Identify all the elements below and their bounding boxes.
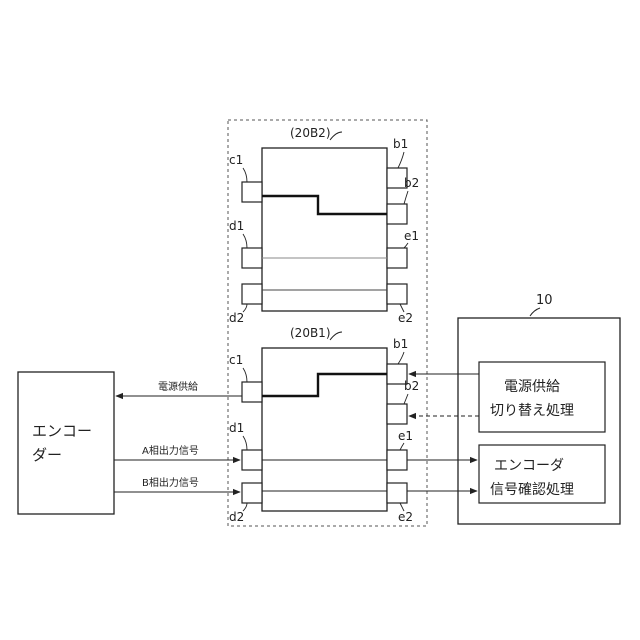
encoder-box: [18, 372, 114, 514]
unit-20b1-label: (20B1): [290, 326, 331, 340]
controller-label: 10: [536, 293, 553, 308]
signal-check-line2: 信号確認処理: [490, 482, 574, 498]
power-switch-box: [479, 362, 605, 432]
pin-label-d1: d1: [229, 421, 244, 435]
leader-d2: [243, 304, 247, 312]
leader-c1: [243, 368, 247, 382]
controller-leader: [530, 308, 540, 316]
port-e1: [387, 450, 407, 470]
port-e1: [387, 248, 407, 268]
pin-label-b2: b2: [404, 176, 419, 190]
port-b2: [387, 204, 407, 224]
encoder-label-line2: ダー: [32, 446, 62, 464]
leader-c1: [243, 168, 247, 182]
unit-20b2-body: [262, 148, 387, 311]
port-c1: [242, 182, 262, 202]
pin-label-b2: b2: [404, 379, 419, 393]
port-e2: [387, 483, 407, 503]
port-e2: [387, 284, 407, 304]
pin-label-d1: d1: [229, 219, 244, 233]
port-d1: [242, 450, 262, 470]
wire-b-phase-label: B相出力信号: [142, 476, 199, 489]
leader-e1: [400, 443, 404, 450]
leader-d1: [243, 436, 247, 450]
pin-label-b1: b1: [393, 137, 408, 151]
pin-label-b1: b1: [393, 337, 408, 351]
pin-label-d2: d2: [229, 311, 244, 325]
pin-label-d2: d2: [229, 510, 244, 524]
port-b2: [387, 404, 407, 424]
pin-label-c1: c1: [229, 153, 243, 167]
leader-e1: [404, 243, 408, 248]
power-switch-line2: 切り替え処理: [490, 403, 574, 419]
pin-label-e2: e2: [398, 311, 413, 325]
unit-20b1: (20B1) c1 d1 d2 b1 b2 e1 e2: [229, 326, 419, 524]
unit-20b1-leader: [330, 332, 342, 340]
unit-20b2: (20B2) c1 d1 d2 b1 b2 e1 e2: [229, 126, 419, 325]
leader-d2: [243, 503, 247, 511]
wire-power-supply-label: 電源供給: [158, 380, 198, 393]
leader-d1: [243, 234, 247, 248]
signal-check-line1: エンコーダ: [494, 458, 564, 474]
port-d2: [242, 483, 262, 503]
pin-label-e1: e1: [398, 429, 413, 443]
leader-b2: [404, 191, 408, 204]
leader-b2: [404, 394, 408, 404]
power-switch-line1: 電源供給: [504, 379, 560, 395]
pin-label-e2: e2: [398, 510, 413, 524]
pin-label-c1: c1: [229, 353, 243, 367]
leader-b1: [398, 352, 404, 364]
pin-label-e1: e1: [404, 229, 419, 243]
port-d1: [242, 248, 262, 268]
unit-20b2-leader: [330, 132, 342, 140]
unit-20b2-label: (20B2): [290, 126, 331, 140]
controller-block: 10 電源供給 切り替え処理 エンコーダ 信号確認処理: [458, 293, 620, 524]
wire-a-phase-label: A相出力信号: [142, 444, 199, 457]
encoder-label-line1: エンコー: [32, 422, 92, 440]
port-c1: [242, 382, 262, 402]
leader-b1: [398, 152, 404, 168]
port-d2: [242, 284, 262, 304]
encoder-block: エンコー ダー: [18, 372, 114, 514]
unit-20b1-body: [262, 348, 387, 511]
